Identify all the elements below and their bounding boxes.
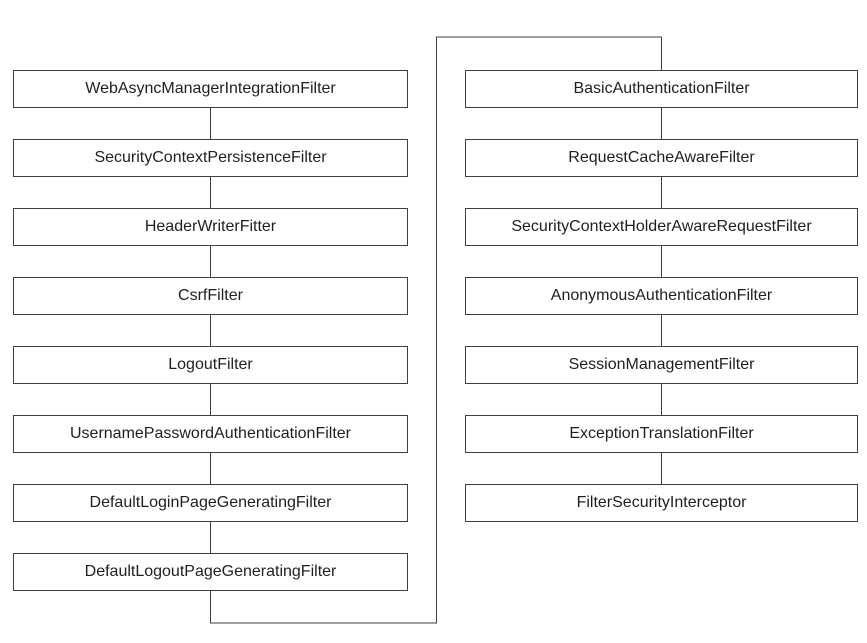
filter-box-usernamepasswordauthenticationfilter: UsernamePasswordAuthenticationFilter <box>13 415 408 453</box>
filter-box-csrffilter: CsrfFilter <box>13 277 408 315</box>
filter-box-securitycontextholderawarerequestfilter: SecurityContextHolderAwareRequestFilter <box>465 208 858 246</box>
filter-box-defaultlogoutpagegeneratingfilter: DefaultLogoutPageGeneratingFilter <box>13 553 408 591</box>
filter-box-requestcacheawarefilter: RequestCacheAwareFilter <box>465 139 858 177</box>
filter-box-webasyncmanagerintegrationfilter: WebAsyncManagerIntegrationFilter <box>13 70 408 108</box>
filter-box-sessionmanagementfilter: SessionManagementFilter <box>465 346 858 384</box>
filter-box-logoutfilter: LogoutFilter <box>13 346 408 384</box>
connector-bridge <box>210 36 662 624</box>
filter-box-defaultloginpagegeneratingfilter: DefaultLoginPageGeneratingFilter <box>13 484 408 522</box>
filter-box-exceptiontranslationfilter: ExceptionTranslationFilter <box>465 415 858 453</box>
filter-box-basicauthenticationfilter: BasicAuthenticationFilter <box>465 70 858 108</box>
filter-box-filtersecurityinterceptor: FilterSecurityInterceptor <box>465 484 858 522</box>
filter-box-securitycontextpersistencefilter: SecurityContextPersistenceFilter <box>13 139 408 177</box>
filter-box-anonymousauthenticationfilter: AnonymousAuthenticationFilter <box>465 277 858 315</box>
filter-box-headerwriterfitter: HeaderWriterFitter <box>13 208 408 246</box>
